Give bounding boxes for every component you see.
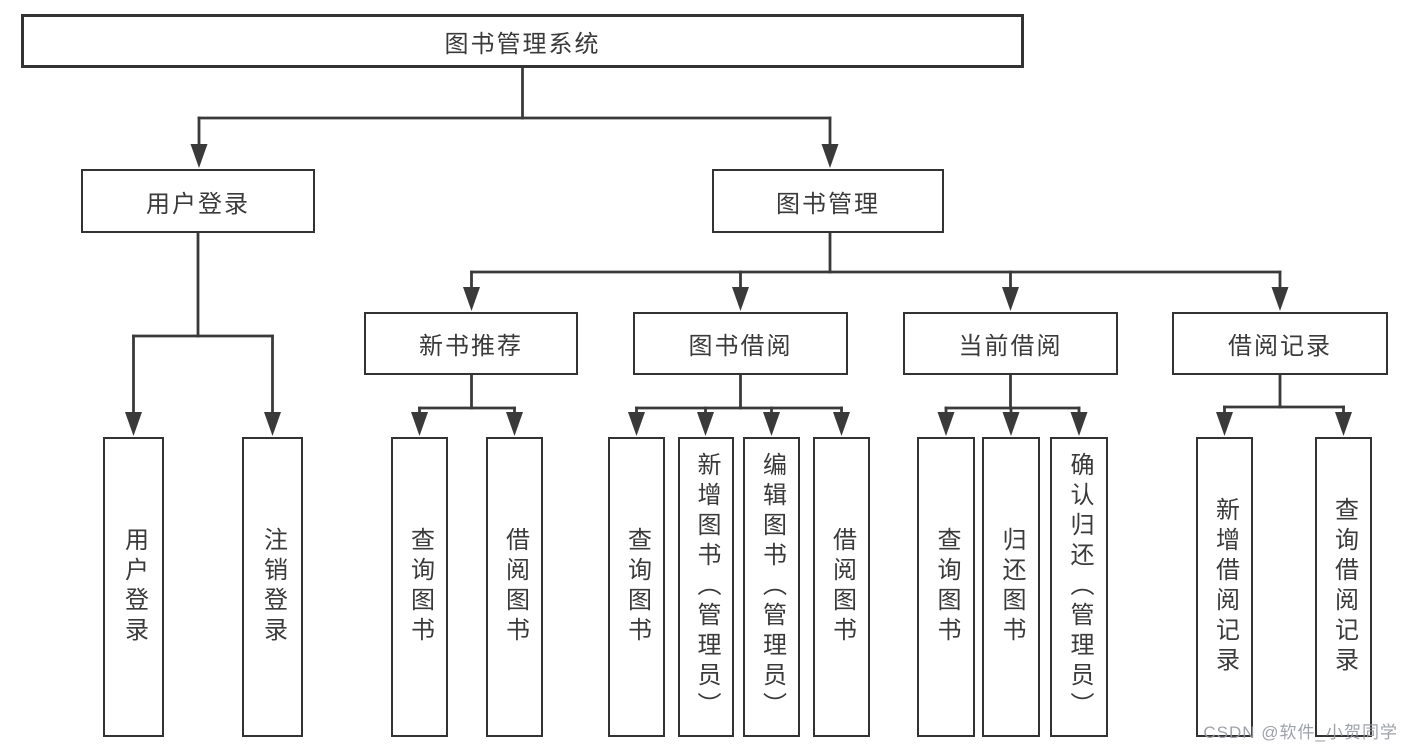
leaf-query-borrow-record: 查询借阅记录	[1315, 437, 1372, 737]
csdn-watermark: CSDN @软件_小贺同学	[1203, 723, 1398, 742]
leaf-add-book-admin: 新增图书（管理员）	[678, 437, 734, 737]
node-root: 图书管理系统	[21, 14, 1024, 68]
leaf-query-book-recommend-label: 查询图书	[406, 527, 434, 647]
leaf-borrow-book-borrowing-label: 借阅图书	[828, 527, 856, 647]
leaf-borrow-book-recommend-label: 借阅图书	[501, 527, 529, 647]
node-book-borrowing-label: 图书借阅	[688, 333, 793, 360]
leaf-borrow-book-borrowing: 借阅图书	[813, 437, 870, 737]
node-new-book-recommend-label: 新书推荐	[419, 333, 523, 360]
leaf-confirm-return-admin: 确认归还（管理员）	[1050, 437, 1108, 737]
leaf-query-book-current: 查询图书	[917, 437, 975, 737]
leaf-borrow-book-recommend: 借阅图书	[486, 437, 543, 737]
leaf-add-book-admin-label: 新增图书（管理员）	[693, 452, 720, 722]
leaf-return-book-label: 归还图书	[998, 527, 1025, 647]
leaf-query-book-borrowing-label: 查询图书	[623, 527, 651, 647]
node-borrow-records-label: 借阅记录	[1228, 333, 1332, 360]
leaf-edit-book-admin-label: 编辑图书（管理员）	[758, 452, 786, 722]
leaf-user-login: 用户登录	[103, 437, 164, 737]
leaf-query-book-current-label: 查询图书	[933, 527, 960, 647]
leaf-query-borrow-record-label: 查询借阅记录	[1330, 497, 1358, 677]
node-user-login-label: 用户登录	[146, 190, 250, 218]
leaf-query-book-recommend: 查询图书	[391, 437, 448, 737]
leaf-edit-book-admin: 编辑图书（管理员）	[743, 437, 800, 737]
leaf-logout-label: 注销登录	[259, 527, 287, 647]
node-current-borrowing-label: 当前借阅	[958, 333, 1063, 360]
node-user-login: 用户登录	[81, 169, 315, 233]
node-new-book-recommend: 新书推荐	[364, 312, 578, 375]
node-book-management: 图书管理	[712, 169, 944, 233]
leaf-add-borrow-record-label: 新增借阅记录	[1211, 497, 1239, 677]
leaf-add-borrow-record: 新增借阅记录	[1196, 437, 1253, 737]
node-borrow-records: 借阅记录	[1172, 312, 1388, 375]
leaf-user-login-label: 用户登录	[120, 527, 148, 647]
node-root-label: 图书管理系统	[444, 30, 601, 58]
leaf-return-book: 归还图书	[982, 437, 1040, 737]
node-book-management-label: 图书管理	[776, 190, 880, 218]
leaf-logout: 注销登录	[242, 437, 303, 737]
node-book-borrowing: 图书借阅	[633, 312, 848, 375]
leaf-query-book-borrowing: 查询图书	[608, 437, 665, 737]
node-current-borrowing: 当前借阅	[903, 312, 1118, 375]
leaf-confirm-return-admin-label: 确认归还（管理员）	[1066, 452, 1093, 722]
